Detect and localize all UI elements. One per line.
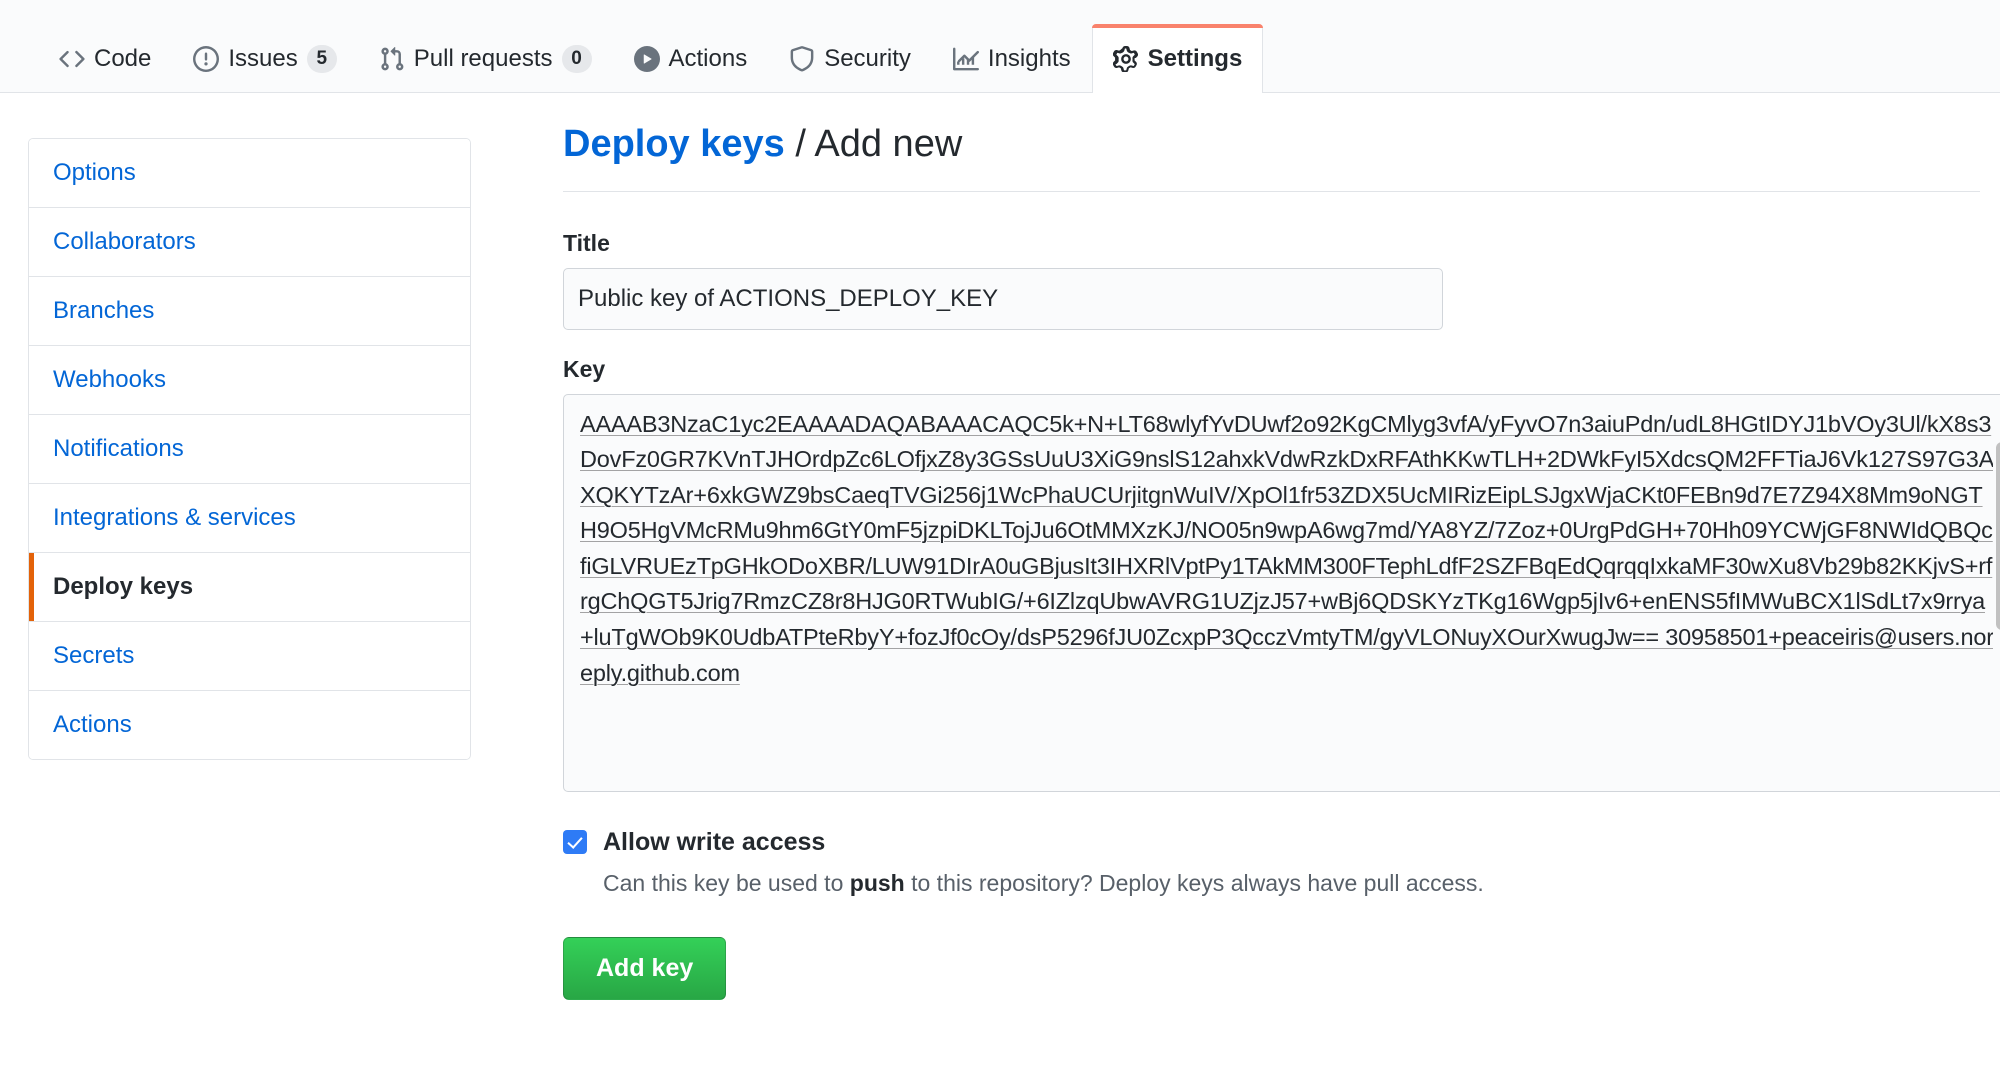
pull-requests-counter: 0 (561, 44, 592, 73)
graph-icon (952, 46, 979, 72)
sidebar-item-deploy-keys[interactable]: Deploy keys (29, 553, 470, 622)
tab-code[interactable]: Code (38, 24, 172, 92)
sidebar-item-actions[interactable]: Actions (29, 691, 470, 759)
sidebar-item-webhooks[interactable]: Webhooks (29, 346, 470, 415)
sidebar-item-collaborators[interactable]: Collaborators (29, 208, 470, 277)
add-key-button[interactable]: Add key (563, 936, 727, 1000)
tab-actions[interactable]: Actions (613, 24, 769, 92)
issue-opened-icon (193, 45, 220, 72)
allow-write-access-note: Can this key be used to push to this rep… (603, 867, 1980, 899)
key-textarea-scrollbar[interactable] (1993, 395, 2000, 790)
main-content: Deploy keys / Add new Title Key Allow wr… (471, 121, 2000, 1000)
page-title-current: Add new (814, 123, 963, 165)
key-label: Key (563, 355, 606, 382)
scrollbar-thumb[interactable] (1996, 441, 2000, 630)
issues-counter: 5 (306, 44, 337, 73)
note-text-after: to this repository? Deploy keys always h… (904, 869, 1484, 896)
code-icon (59, 46, 85, 72)
title-label: Title (563, 229, 610, 256)
key-field-group: Key (563, 355, 2000, 796)
tab-actions-label: Actions (668, 44, 748, 72)
sidebar-item-options[interactable]: Options (29, 139, 470, 208)
title-field-group: Title (563, 230, 1980, 330)
sidebar-item-integrations-and-services[interactable]: Integrations & services (29, 484, 470, 553)
sidebar-item-branches[interactable]: Branches (29, 277, 470, 346)
allow-write-access-checkbox[interactable] (563, 830, 587, 854)
gear-icon (1112, 45, 1139, 72)
tab-security-label: Security (824, 44, 911, 72)
tab-insights-label: Insights (987, 44, 1071, 72)
repo-nav-bar: Code Issues 5 Pull requests 0 Actions (0, 0, 2000, 93)
sidebar-item-notifications[interactable]: Notifications (29, 415, 470, 484)
repo-nav-tabs: Code Issues 5 Pull requests 0 Actions (38, 0, 1264, 93)
sidebar-item-secrets[interactable]: Secrets (29, 622, 470, 691)
breadcrumb-separator: / (795, 123, 806, 165)
title-input[interactable] (563, 267, 1443, 330)
tab-pull-requests[interactable]: Pull requests 0 (358, 24, 613, 92)
settings-menu: Options Collaborators Branches Webhooks … (28, 138, 471, 760)
shield-icon (789, 45, 815, 72)
tab-insights[interactable]: Insights (932, 24, 1092, 92)
page-title: Deploy keys / Add new (563, 121, 1980, 192)
tab-security[interactable]: Security (768, 24, 932, 92)
tab-settings-label: Settings (1147, 44, 1243, 72)
deploy-keys-link[interactable]: Deploy keys (563, 123, 785, 165)
tab-issues[interactable]: Issues 5 (172, 24, 357, 92)
tab-code-label: Code (94, 44, 152, 72)
key-textarea-wrapper (563, 393, 2000, 796)
settings-page: Options Collaborators Branches Webhooks … (0, 93, 2000, 1000)
play-icon (633, 45, 660, 72)
tab-issues-label: Issues (228, 44, 298, 72)
note-text-before: Can this key be used to (603, 869, 850, 896)
key-textarea[interactable] (563, 393, 2000, 792)
allow-write-access-row[interactable]: Allow write access (563, 828, 1980, 857)
allow-write-access-label[interactable]: Allow write access (603, 827, 826, 856)
settings-sidebar: Options Collaborators Branches Webhooks … (28, 138, 471, 1000)
tab-settings[interactable]: Settings (1091, 24, 1264, 93)
tab-pull-requests-label: Pull requests (413, 44, 553, 72)
git-pull-request-icon (379, 46, 405, 72)
note-text-bold: push (849, 869, 905, 896)
